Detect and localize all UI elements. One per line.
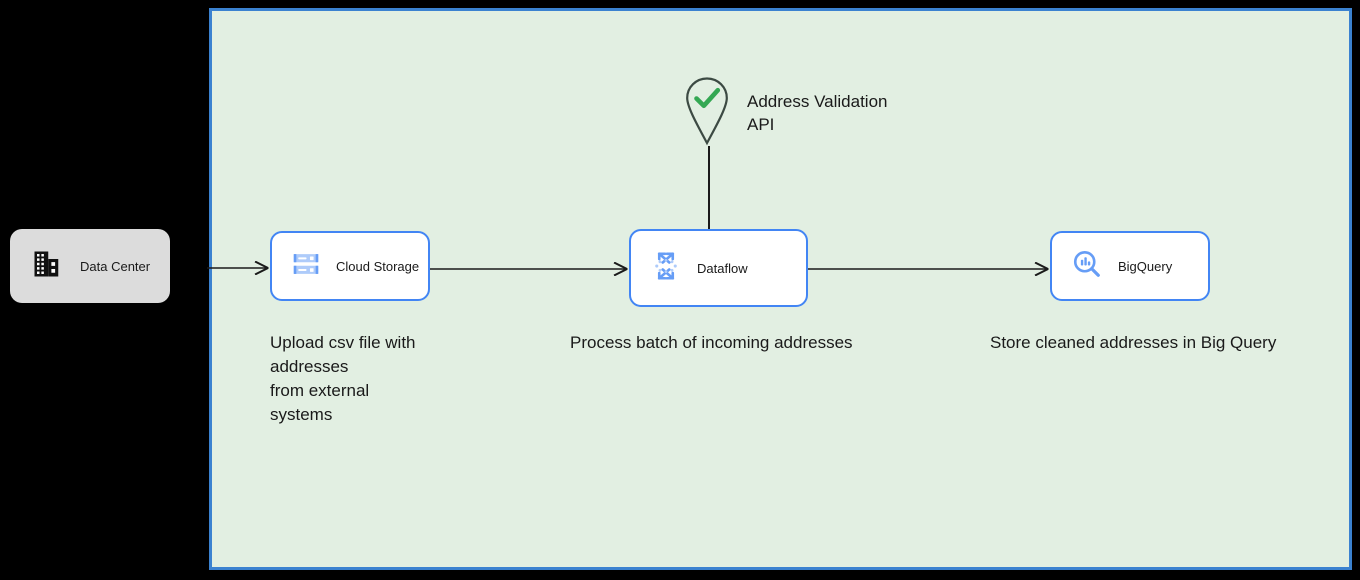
- caption-process-batch: Process batch of incoming addresses: [570, 333, 853, 352]
- node-cloud-storage[interactable]: Cloud Storage: [270, 231, 430, 301]
- node-data-center[interactable]: Data Center: [10, 229, 170, 303]
- dataflow-icon: [651, 251, 681, 286]
- caption-upload-csv: Upload csv file with addresses from exte…: [270, 333, 416, 424]
- node-label-dataflow: Dataflow: [697, 260, 748, 276]
- node-address-validation-api[interactable]: Address Validation API: [684, 76, 888, 151]
- node-bigquery[interactable]: BigQuery: [1050, 231, 1210, 301]
- node-label-data-center: Data Center: [80, 258, 151, 274]
- node-dataflow[interactable]: Dataflow: [629, 229, 808, 307]
- building-icon: [32, 249, 62, 284]
- node-label-cloud-storage: Cloud Storage: [336, 258, 420, 274]
- bigquery-icon: [1072, 249, 1102, 284]
- caption-store-cleaned: Store cleaned addresses in Big Query: [990, 333, 1277, 352]
- cloud-storage-icon: [292, 250, 320, 283]
- map-pin-check-icon: [684, 76, 730, 151]
- node-label-address-validation-api: Address Validation API: [747, 92, 888, 134]
- node-label-bigquery: BigQuery: [1118, 258, 1173, 274]
